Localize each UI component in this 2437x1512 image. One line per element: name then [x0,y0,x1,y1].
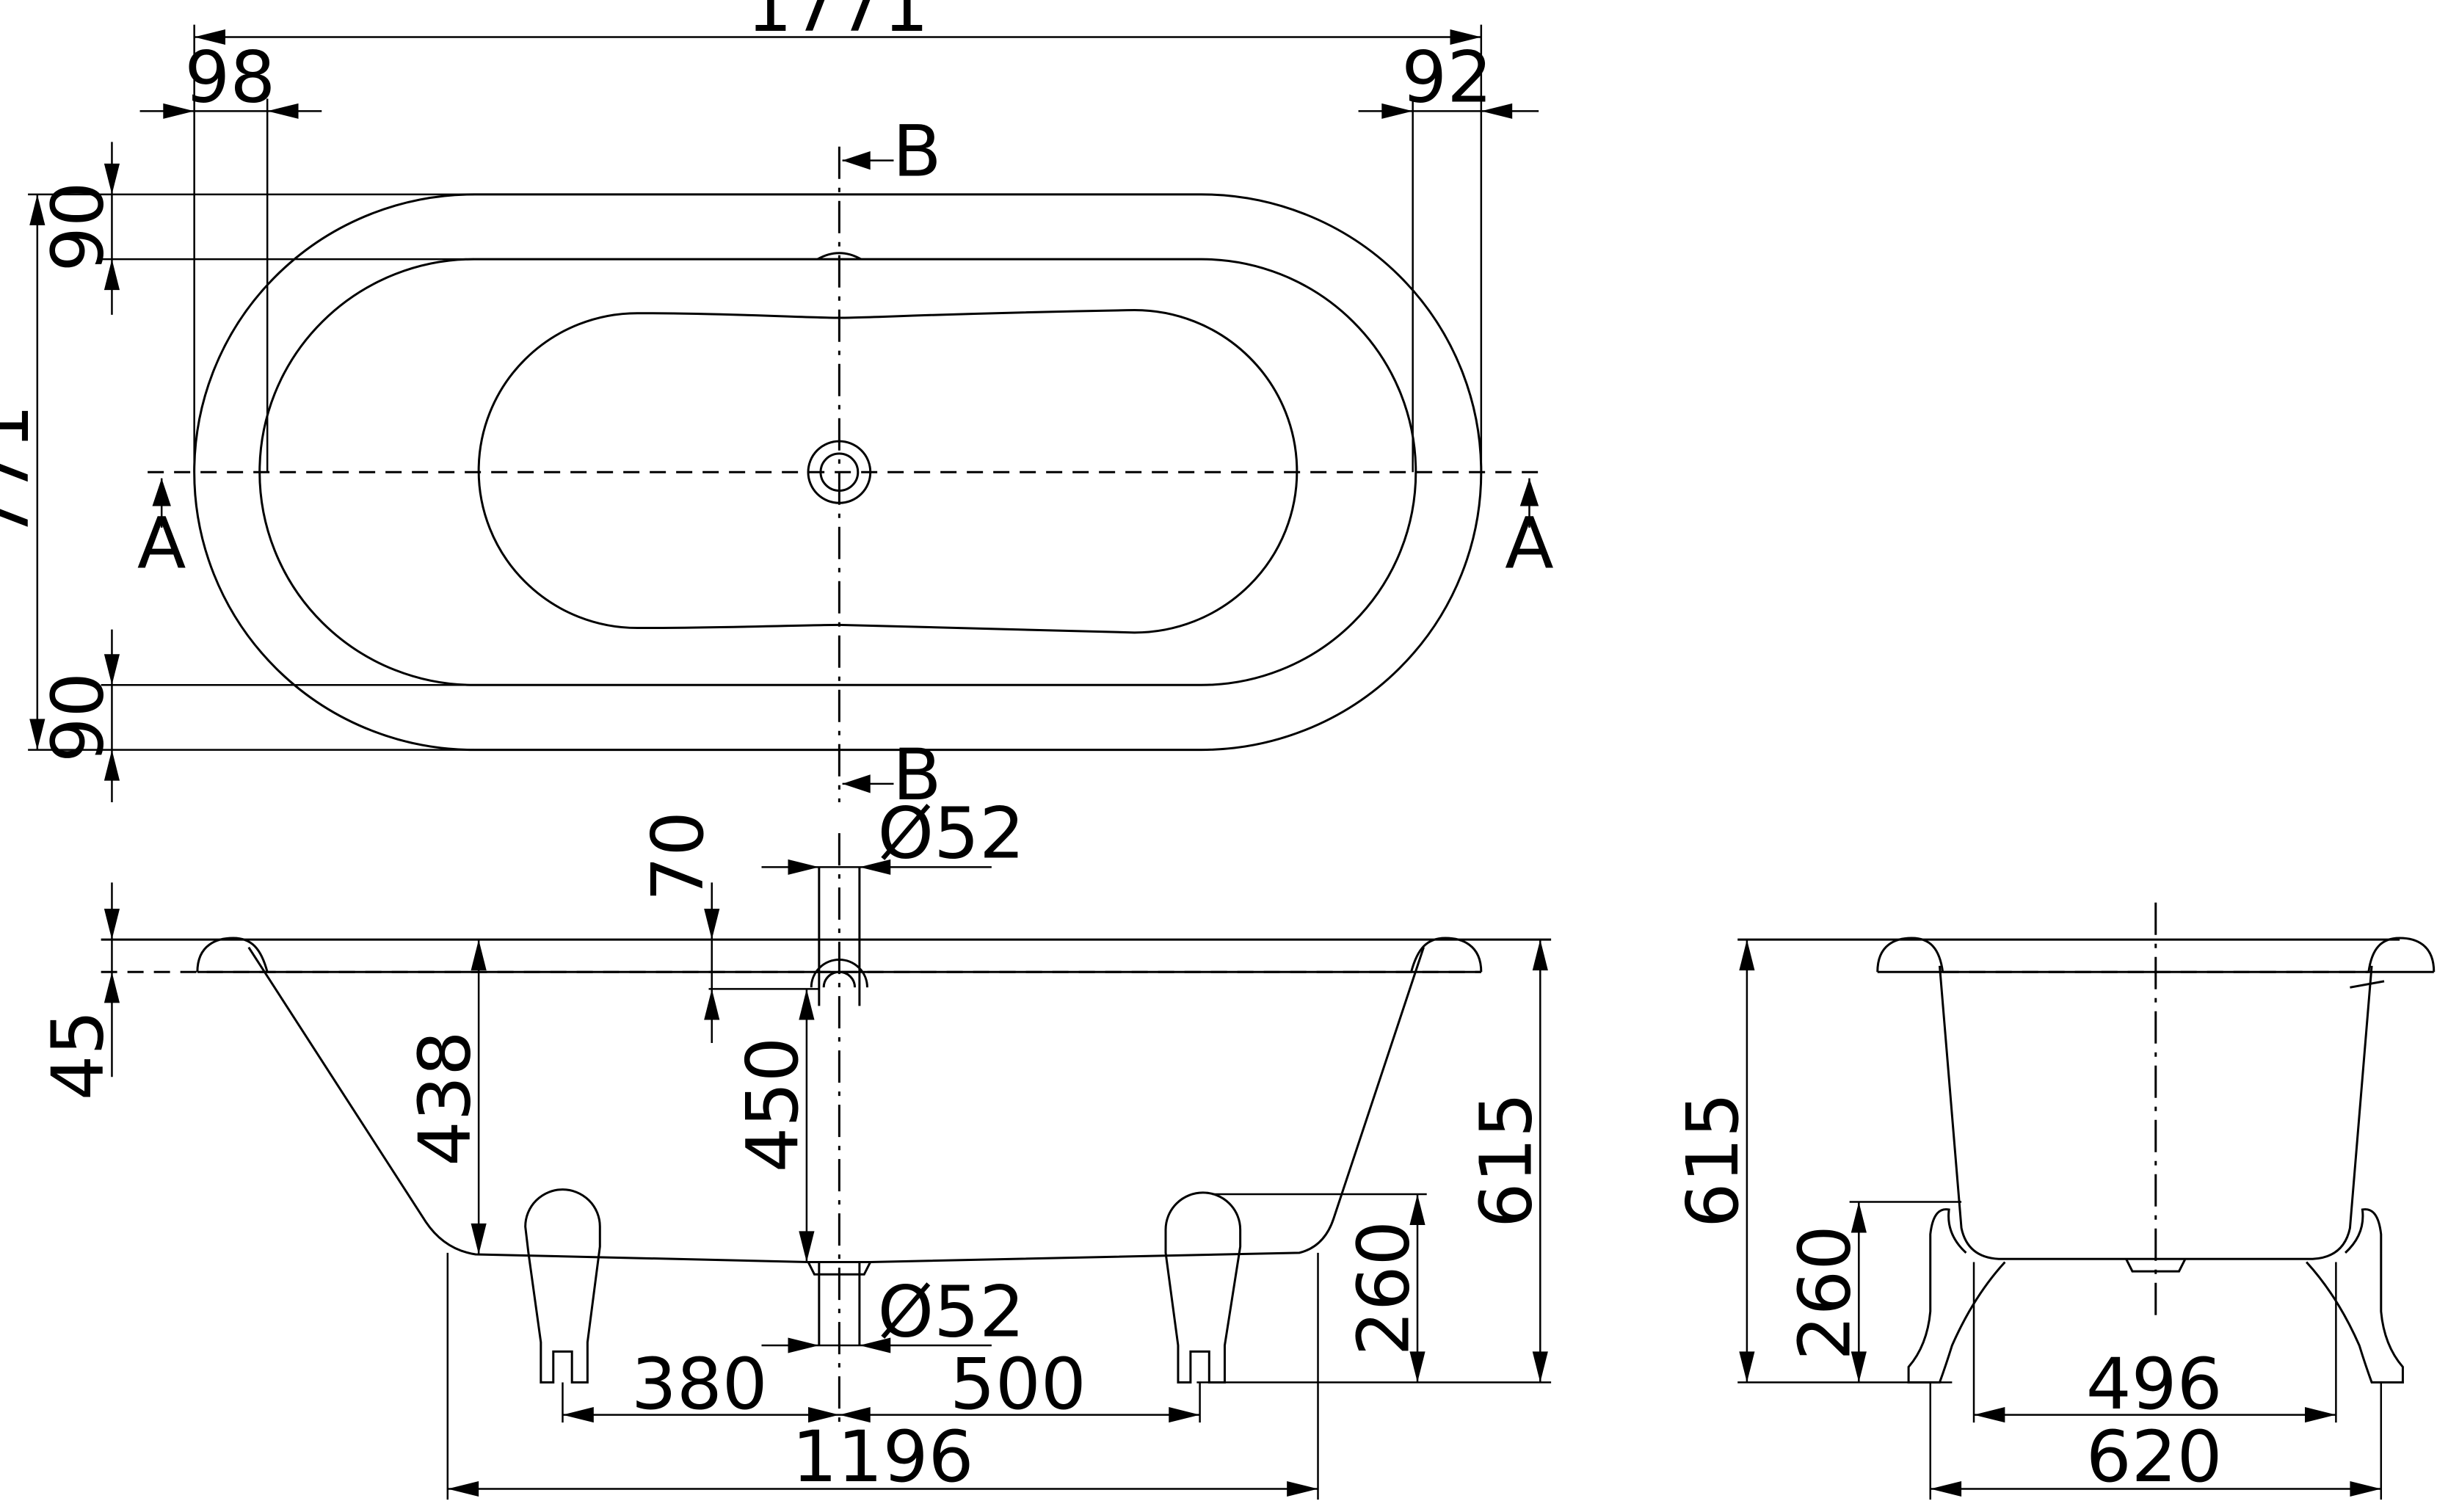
label-end-foot-height: 260 [1783,1225,1866,1361]
label-outer-feet: 620 [2086,1415,2223,1498]
section-a-right-label: A [1505,502,1554,585]
end-rim-hatch [2350,981,2384,987]
section-b-bottom-label: B [893,733,942,816]
section-a-left-label: A [137,502,186,585]
outer-rim-outline [195,195,1481,750]
section-b-top-label: B [893,110,942,193]
label-overflow-diameter: Ø52 [878,792,1025,875]
label-right-rim: 92 [1401,36,1492,119]
arrowhead [471,939,487,971]
right-foot [1166,1193,1241,1383]
arrowhead [2350,1480,2381,1497]
end-drain-fitting [2127,1259,2185,1271]
arrowhead [1381,103,1413,119]
arrowhead [842,151,871,170]
label-width: 771 [0,404,45,540]
arrowhead [799,1231,815,1262]
arrowhead [163,103,195,119]
arrowhead [1974,1407,2005,1423]
top-view: 1771 98 92 771 90 90 B B [0,0,1554,816]
label-drain-to-left-foot: 380 [631,1342,768,1425]
arrowhead [788,859,819,875]
label-length: 1771 [747,0,929,48]
arrowhead [562,1407,594,1423]
basin-outline [479,310,1297,633]
end-foot-right [2306,1210,2403,1383]
arrowhead [788,1337,819,1353]
label-drain-diameter: Ø52 [878,1271,1025,1353]
arrowhead [103,972,120,1003]
inner-rim-outline [260,259,1416,685]
rim-outline [197,938,267,972]
arrowhead [1450,29,1481,45]
arrowhead [103,749,120,781]
arrowhead [704,989,720,1020]
left-foot [526,1190,600,1383]
end-rim-right [2369,938,2434,972]
end-foot-left [1908,1210,2005,1383]
arrowhead [103,654,120,686]
arrowhead [471,1223,487,1254]
arrowhead [1409,1351,1425,1383]
arrowhead [1532,939,1548,971]
arrowhead [103,909,120,940]
arrowhead [267,103,299,119]
end-rim-left [1878,938,1943,972]
arrowhead [1169,1407,1200,1423]
arrowhead [447,1480,479,1497]
rim-outline [1412,938,1481,972]
label-inner-feet: 496 [2086,1342,2223,1425]
arrowhead [1481,103,1513,119]
arrowhead [1532,1351,1548,1383]
label-bottom-rim: 90 [36,672,119,763]
label-overflow-depth: 450 [731,1037,814,1173]
label-end-total-height: 615 [1671,1092,1754,1228]
arrowhead [152,478,171,506]
label-overflow-offset: 70 [636,811,719,901]
arrowhead [1930,1480,1962,1497]
arrowhead [29,719,46,750]
arrowhead [1851,1202,1867,1233]
label-top-rim: 90 [36,181,119,272]
arrowhead [704,909,720,940]
arrowhead [194,29,226,45]
arrowhead [103,163,120,195]
arrowhead [1851,1351,1867,1383]
end-tub-body [1939,966,2372,1259]
arrowhead [2305,1407,2336,1423]
arrowhead [859,859,891,875]
arrowhead [1519,478,1539,506]
arrowhead [799,989,815,1020]
arrowhead [859,1337,891,1353]
label-drain-to-right-foot: 500 [950,1342,1086,1425]
arrowhead [808,1407,840,1423]
arrowhead [1409,1193,1425,1226]
end-view: 615 260 496 620 [1671,903,2434,1500]
label-foot-height: 260 [1342,1221,1425,1356]
label-left-rim: 98 [184,36,275,119]
arrowhead [103,259,120,291]
label-rim-height: 45 [36,1010,119,1100]
arrowhead [1287,1480,1318,1497]
label-inner-depth: 438 [403,1031,486,1166]
side-view: 70 Ø52 45 438 450 615 260 [36,792,1551,1500]
overflow-cover [818,253,861,259]
label-base-length: 1196 [792,1415,974,1498]
label-total-height: 615 [1464,1092,1547,1228]
arrowhead [29,194,46,225]
arrowhead [1739,1351,1755,1383]
arrowhead [1739,939,1755,971]
arrowhead [839,1407,871,1423]
arrowhead [842,774,871,793]
